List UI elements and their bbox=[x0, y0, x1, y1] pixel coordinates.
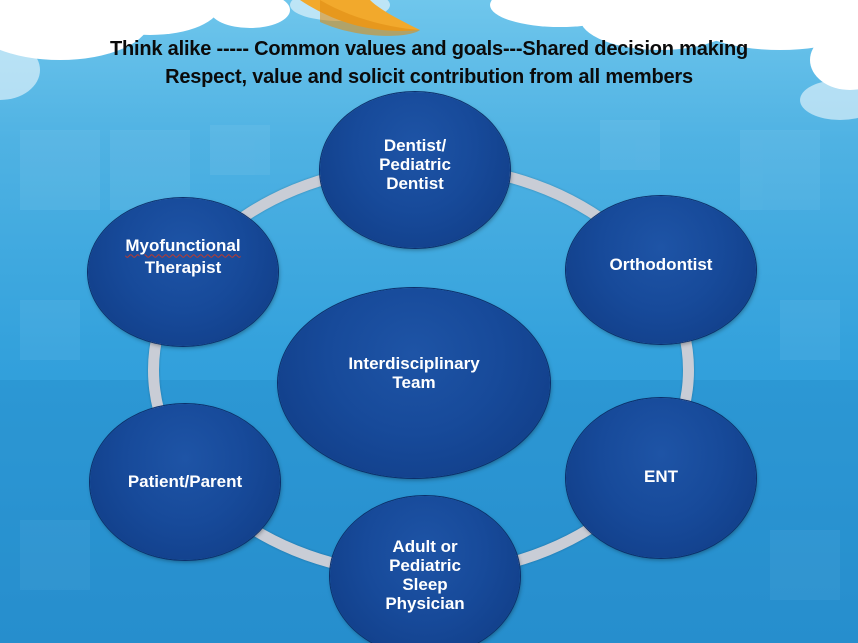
node-myofunctional-line2: Therapist bbox=[144, 257, 222, 277]
node-dentist: Dentist/ Pediatric Dentist bbox=[320, 92, 510, 248]
node-myofunctional-label: Myofunctional Therapist bbox=[125, 233, 240, 296]
node-interdisciplinary-team: Interdisciplinary Team bbox=[278, 288, 550, 478]
node-ent-label: ENT bbox=[644, 466, 678, 486]
node-dentist-label: Dentist/ Pediatric Dentist bbox=[379, 135, 451, 193]
background-squares bbox=[20, 120, 840, 600]
node-center-label: Interdisciplinary Team bbox=[348, 354, 480, 392]
node-patient-parent: Patient/Parent bbox=[90, 404, 280, 560]
node-sleep-label: Adult or Pediatric Sleep Physician bbox=[385, 537, 465, 613]
node-orthodontist: Orthodontist bbox=[566, 196, 756, 344]
node-myofunctional-line1: Myofunctional bbox=[125, 235, 241, 255]
headline-line-2: Respect, value and solicit contribution … bbox=[165, 66, 693, 88]
node-ent: ENT bbox=[566, 398, 756, 558]
node-sleep-physician: Adult or Pediatric Sleep Physician bbox=[330, 496, 520, 643]
node-myofunctional-therapist: Myofunctional Therapist bbox=[88, 198, 278, 346]
cloud-icon bbox=[0, 0, 858, 90]
headline-line-1: Think alike ----- Common values and goal… bbox=[109, 38, 749, 60]
node-orthodontist-label: Orthodontist bbox=[609, 254, 713, 274]
node-patient-label: Patient/Parent bbox=[127, 471, 243, 491]
moon-shape-shadow bbox=[320, 0, 420, 36]
